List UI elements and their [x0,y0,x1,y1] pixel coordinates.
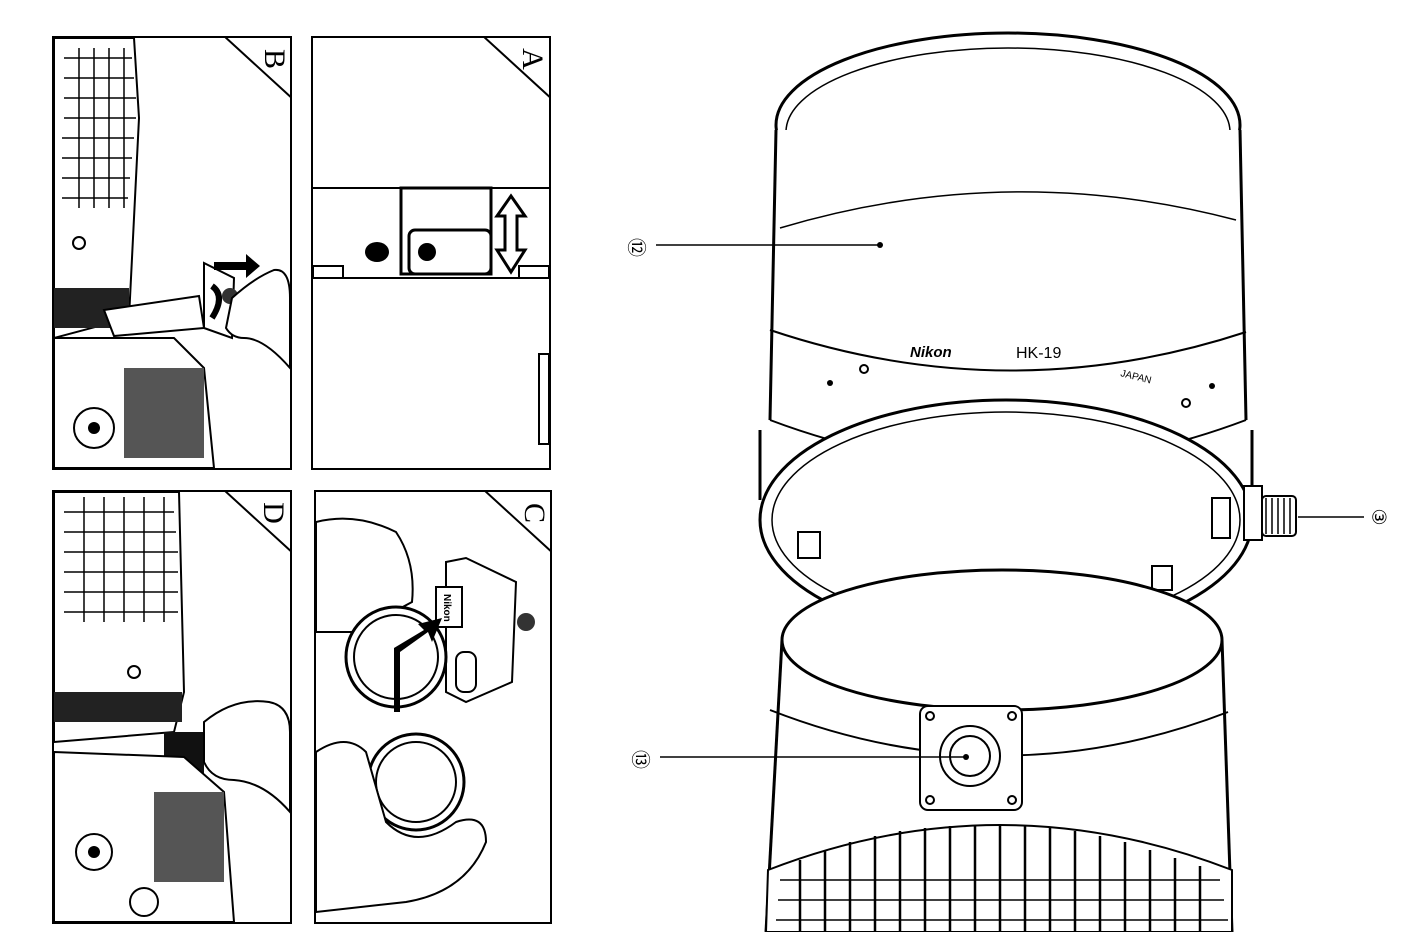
panel-b-illustration [54,38,290,468]
hood-model: HK-19 [1016,345,1061,362]
panel-b: B [52,36,292,470]
hood-country: JAPAN [1119,368,1152,386]
panel-c-letter: C [519,503,549,523]
callout-hood-number: ⑫ [624,238,651,257]
panel-a-letter: A [517,48,547,70]
panel-c-illustration: Nikon [316,492,550,922]
callout-lock-screw-number: ③ [1368,508,1390,525]
panel-d-illustration [54,492,290,922]
hood-brand: Nikon [910,344,952,361]
callout-tripod-mount-number: ⑬ [628,750,655,769]
panel-a-illustration [313,38,549,468]
panel-d: D [52,490,292,924]
panel-c: Nikon C [314,490,552,924]
filter-holder-brand: Nikon [441,594,452,622]
panel-b-letter: B [259,49,289,69]
panel-d-letter: D [258,502,288,524]
panel-a: A [311,36,551,470]
